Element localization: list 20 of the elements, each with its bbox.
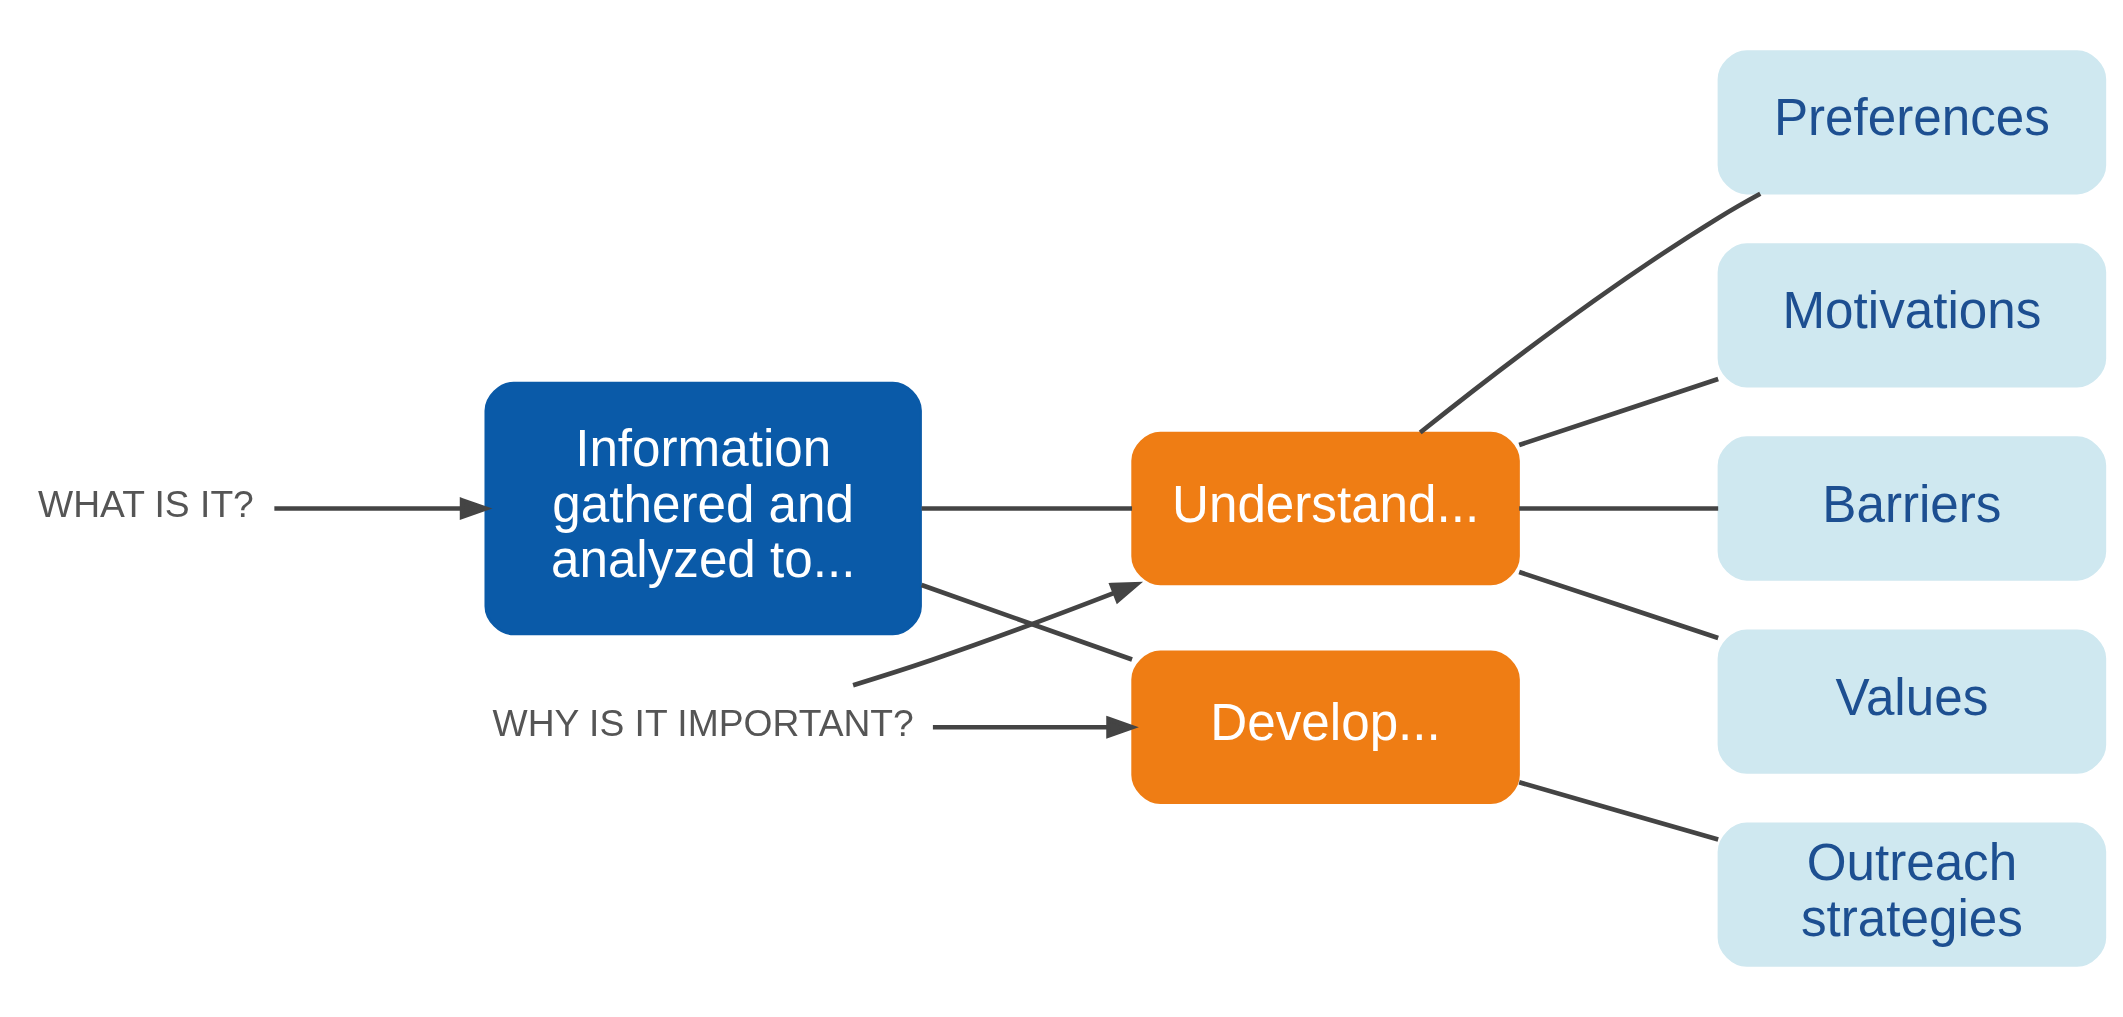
node-box: Understand... — [1131, 431, 1520, 586]
node-box: Preferences — [1717, 50, 2107, 195]
connector — [920, 582, 1133, 662]
node-text: WHY IS IT IMPORTANT? — [492, 702, 914, 745]
connector — [1518, 780, 1719, 842]
connector — [921, 506, 1133, 511]
connector — [1519, 506, 1719, 511]
connector — [1518, 569, 1719, 641]
arrow — [852, 581, 1144, 688]
node-box: Barriers — [1717, 436, 2107, 581]
node-box: Values — [1717, 629, 2107, 774]
node-box: Information gathered and analyzed to... — [484, 381, 922, 636]
node-box: Motivations — [1717, 243, 2107, 388]
node-box: Develop... — [1131, 650, 1520, 804]
node-box: Outreach strategies — [1717, 822, 2107, 967]
arrow — [932, 715, 1139, 739]
node-text: WHAT IS IT? — [38, 483, 254, 526]
connector — [1418, 191, 1762, 435]
arrow — [274, 497, 493, 520]
connector — [1518, 376, 1719, 448]
